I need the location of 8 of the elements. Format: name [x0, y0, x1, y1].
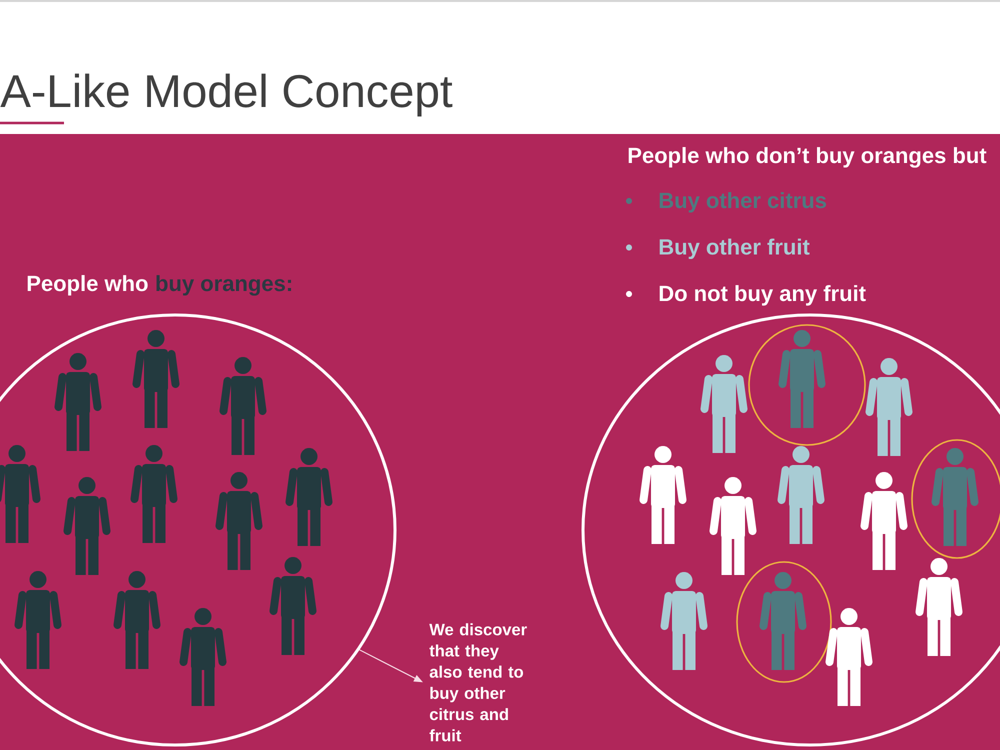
- circle-outline: [582, 314, 1000, 746]
- heading-text: People who don’t buy oranges but: [628, 147, 986, 168]
- bullet-text: Do not buy any fruit: [660, 285, 866, 306]
- title: A-Like Model Concept: [0, 74, 452, 117]
- bullet-text: Buy other fruit: [660, 238, 810, 260]
- circle-outline: [0, 314, 396, 746]
- bullet-text: Buy other citrus: [660, 192, 826, 213]
- note-text: We discover that they also tend to buy other citrus and fruit: [429, 623, 527, 742]
